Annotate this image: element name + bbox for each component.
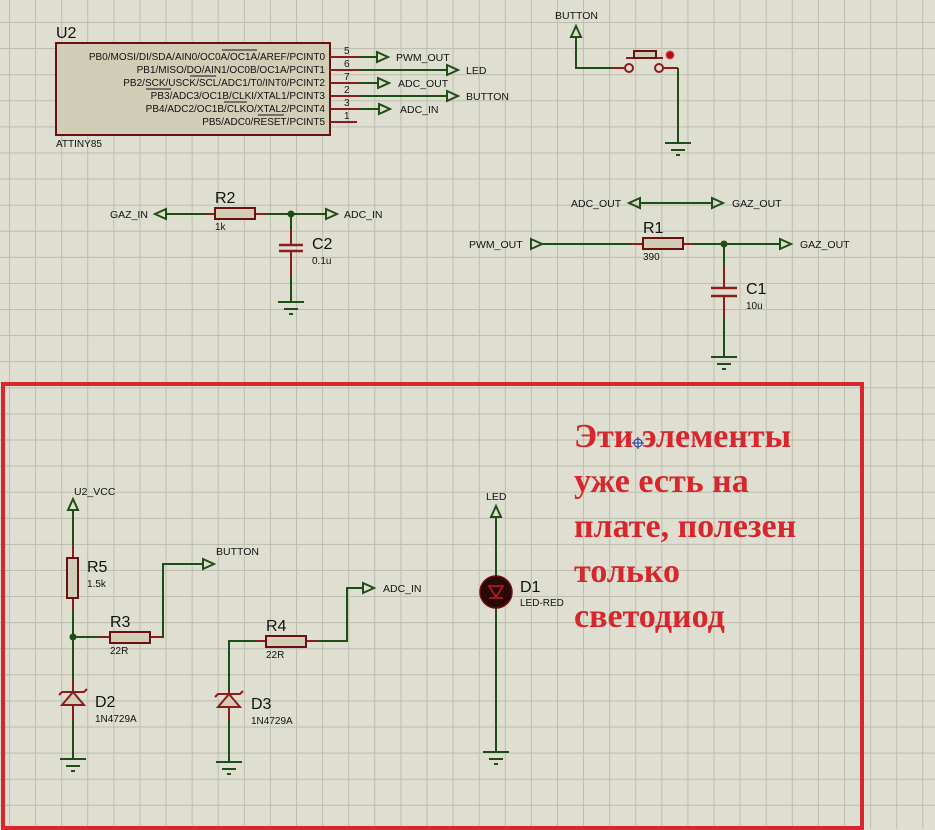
u2-pin-name: PB2/SCK/USCK/SCL/ADC1/T0/INT0/PCINT2 [123, 78, 325, 89]
u2-pin-name: PB1/MISO/DO/AIN1/OC0B/OC1A/PCINT1 [137, 65, 326, 76]
adc-in-label[interactable]: ADC_IN [383, 583, 422, 595]
terminal-arrow-icon [377, 76, 392, 90]
annotation-highlight-frame [1, 382, 864, 830]
r4-resistor[interactable] [265, 635, 307, 648]
button-terminal-label[interactable]: BUTTON [555, 10, 598, 22]
button-terminal-label[interactable]: BUTTON [216, 546, 259, 558]
u2-pin-name: PB5/ADC0/RESET/PCINT5 [202, 117, 325, 128]
switch-state-indicator-icon [665, 50, 675, 60]
gaz-in-label[interactable]: GAZ_IN [110, 209, 148, 221]
terminal-arrow-icon [446, 63, 461, 77]
cursor-crosshair-icon [632, 437, 644, 449]
d3-value: 1N4729A [251, 716, 293, 727]
adc-protection-circuit[interactable]: R4 22R ADC_IN D3 1N4729A [214, 581, 422, 775]
terminal-arrow-icon [626, 196, 641, 210]
r3-value: 22R [110, 646, 128, 657]
switch-contact-icon [654, 63, 664, 73]
u2-pin-name: PB0/MOSI/DI/SDA/AIN0/OC0A/OC1A/AREF/PCIN… [89, 52, 326, 63]
terminal-arrow-icon [152, 207, 167, 221]
c1-capacitor[interactable] [711, 286, 737, 298]
terminal-arrow-icon [446, 89, 461, 103]
c2-capacitor[interactable] [279, 243, 303, 253]
d1-ref: D1 [520, 579, 541, 596]
c1-value: 10u [746, 301, 763, 312]
ground-icon [60, 758, 86, 772]
ground-icon [483, 751, 509, 765]
net-label[interactable]: LED [466, 65, 487, 77]
led-circuit[interactable]: LED D1 LED-RED [479, 491, 564, 765]
terminal-arrow-icon [711, 196, 726, 210]
u2-body[interactable] [55, 42, 331, 136]
d1-led[interactable] [479, 575, 513, 609]
terminal-arrow-icon [530, 237, 545, 251]
u2-attiny85[interactable]: U2 ATTINY85 PB0/MOSI/DI/SDA/AIN0/OC0A/OC… [55, 25, 509, 150]
adc-out-label[interactable]: ADC_OUT [571, 198, 622, 210]
terminal-arrow-icon [779, 237, 794, 251]
terminal-arrow-icon [202, 557, 217, 571]
u2-part: ATTINY85 [56, 139, 102, 150]
c2-ref: C2 [312, 236, 333, 253]
r2-value: 1k [215, 222, 227, 233]
r5-ref: R5 [87, 559, 108, 576]
r2-c2-filter[interactable]: GAZ_IN R2 1k ADC_IN C2 0.1u [110, 190, 383, 315]
r2-resistor[interactable] [214, 207, 256, 220]
terminal-arrow-icon [378, 102, 393, 116]
net-label[interactable]: ADC_OUT [398, 78, 449, 90]
u2-pin-number: 1 [344, 111, 350, 122]
r1-ref: R1 [643, 220, 664, 237]
d2-zener-diode[interactable] [58, 688, 88, 706]
terminal-arrow-icon [569, 23, 583, 38]
switch-contact-icon [624, 63, 634, 73]
r1-resistor[interactable] [642, 237, 684, 250]
net-label[interactable]: PWM_OUT [396, 52, 450, 64]
r3-resistor[interactable] [109, 631, 151, 644]
u2-ref: U2 [56, 25, 77, 42]
u2-pin-number: 6 [344, 59, 350, 70]
annotation-note: Эти элементы уже есть на плате, полезен … [574, 418, 797, 635]
pwm-out-label[interactable]: PWM_OUT [469, 239, 523, 251]
r3-ref: R3 [110, 614, 131, 631]
adc-out-gaz-out-link[interactable]: ADC_OUT GAZ_OUT [571, 196, 782, 210]
r2-ref: R2 [215, 190, 236, 207]
u2-vcc-label[interactable]: U2_VCC [74, 486, 116, 498]
adc-in-label[interactable]: ADC_IN [344, 209, 383, 221]
terminal-arrow-icon [376, 50, 391, 64]
r4-ref: R4 [266, 618, 287, 635]
terminal-arrow-icon [362, 581, 377, 595]
u2-pin-number: 2 [344, 85, 350, 96]
d1-value: LED-RED [520, 598, 564, 609]
c2-value: 0.1u [312, 256, 331, 267]
r4-value: 22R [266, 650, 284, 661]
c1-ref: C1 [746, 281, 767, 298]
r5-resistor[interactable] [66, 557, 79, 599]
r1-c1-filter[interactable]: PWM_OUT R1 390 GAZ_OUT C1 10u [469, 220, 850, 370]
r1-value: 390 [643, 252, 660, 263]
u2-pin-number: 7 [344, 72, 350, 83]
d3-zener-diode[interactable] [214, 690, 244, 708]
u2-pin-name: PB3/ADC3/OC1B/CLKI/XTAL1/PCINT3 [151, 91, 326, 102]
ground-icon [711, 356, 737, 370]
u2-pin-number: 5 [344, 46, 350, 57]
net-label[interactable]: ADC_IN [400, 104, 439, 116]
d3-ref: D3 [251, 696, 272, 713]
u2-pin-number: 3 [344, 98, 350, 109]
button-protection-circuit[interactable]: U2_VCC R5 1.5k R3 22R BUTTON D2 1N4729A [58, 486, 259, 772]
u2-pin-name: PB4/ADC2/OC1B/CLKO/XTAL2/PCINT4 [146, 104, 326, 115]
led-terminal-label[interactable]: LED [486, 491, 507, 503]
r5-value: 1.5k [87, 579, 107, 590]
d2-value: 1N4729A [95, 714, 137, 725]
ground-icon [216, 761, 242, 775]
terminal-arrow-icon [325, 207, 340, 221]
push-button-circuit[interactable]: BUTTON [555, 10, 691, 156]
ground-icon [278, 301, 304, 315]
gaz-out-label[interactable]: GAZ_OUT [800, 239, 850, 251]
gaz-out-label[interactable]: GAZ_OUT [732, 198, 782, 210]
ground-icon [665, 142, 691, 156]
push-button-cap[interactable] [633, 50, 657, 59]
net-label[interactable]: BUTTON [466, 91, 509, 103]
d2-ref: D2 [95, 694, 116, 711]
